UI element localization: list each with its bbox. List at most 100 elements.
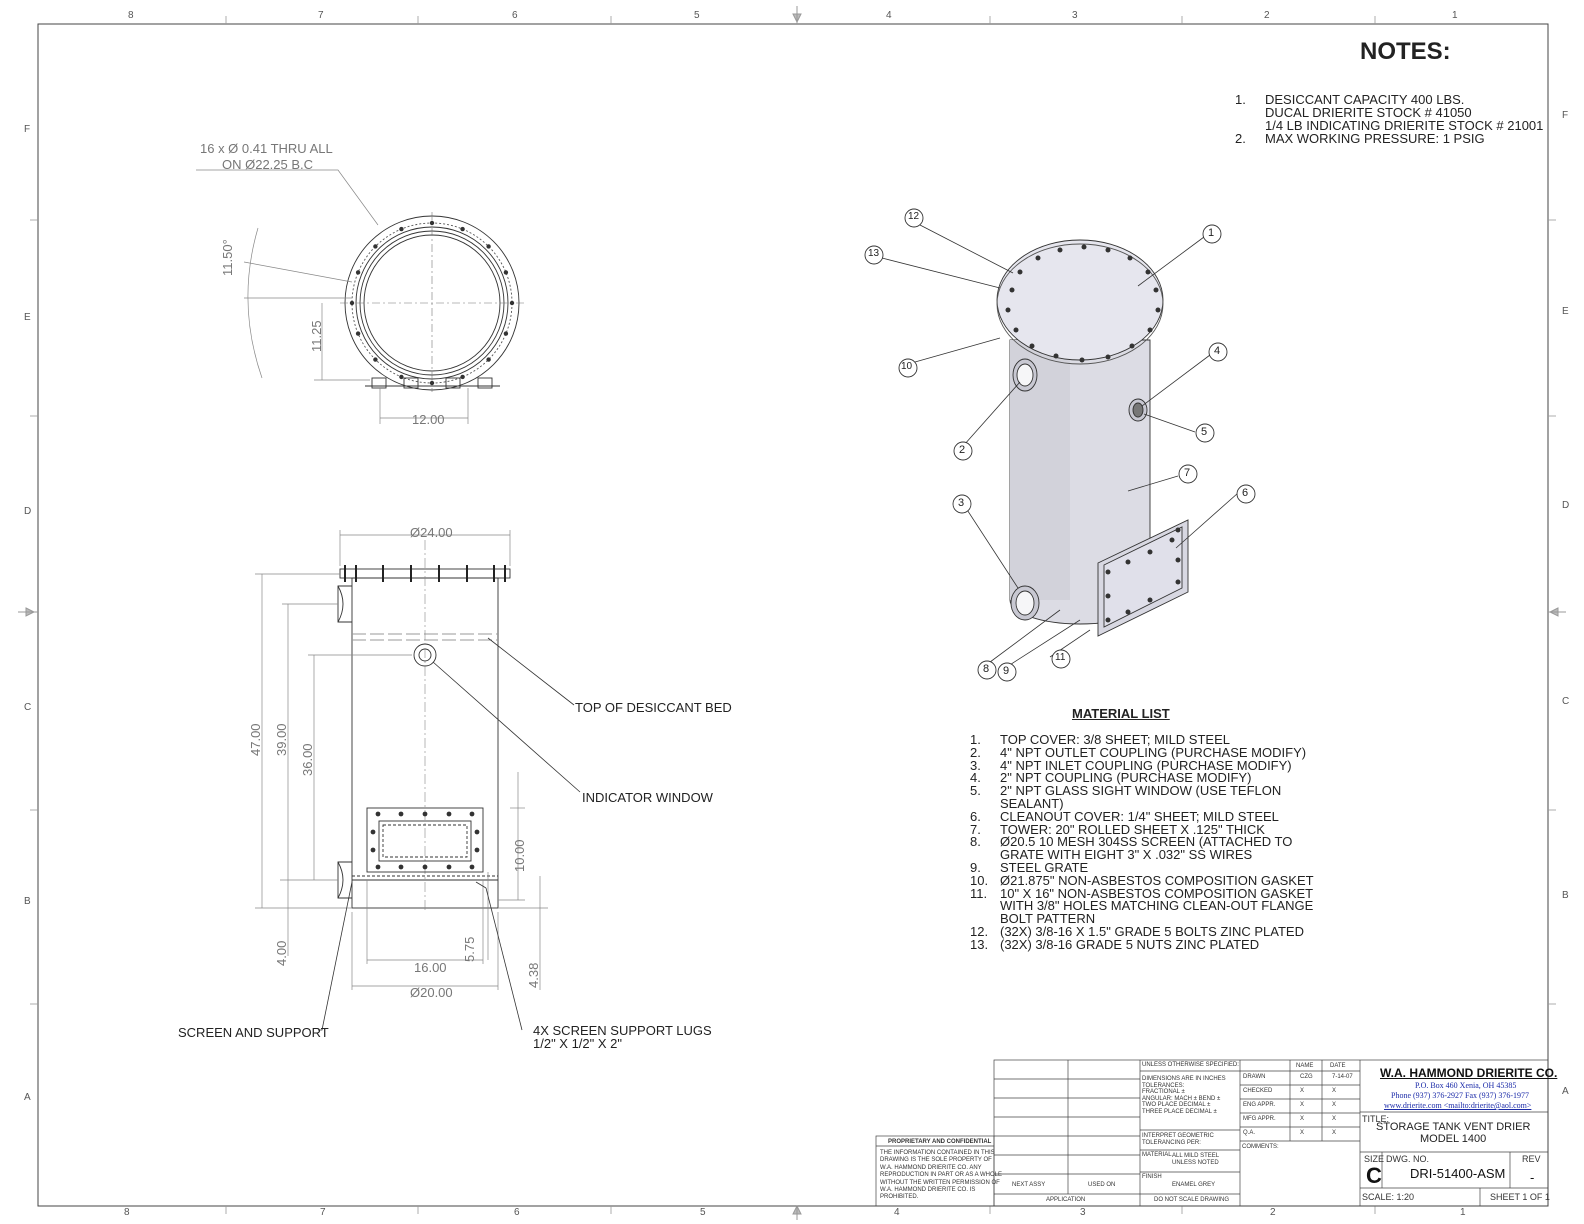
zone-left-D: D [24, 506, 32, 517]
note-item: 1/4 LB INDICATING DRIERITE STOCK # 21001 [1235, 119, 1543, 132]
tolerance-line: FRACTIONAL ± [1142, 1089, 1185, 1096]
signoff-date: X [1332, 1116, 1337, 1122]
do-not-scale: DO NOT SCALE DRAWING [1154, 1197, 1230, 1203]
angle-dimension: 11.50° [220, 239, 235, 276]
balloon-13 [864, 245, 884, 265]
material-item-text: STEEL GRATE [1000, 859, 1089, 875]
zone-right-C: C [1562, 696, 1570, 707]
balloon-label-11: 11 [1055, 652, 1066, 663]
iso-balloons [864, 208, 1256, 682]
material-item: 8.Ø20.5 10 MESH 304SS SCREEN (ATTACHED T… [970, 834, 1314, 850]
balloon-8 [977, 660, 997, 680]
interpret-line-2: TOLERANCING PER: [1142, 1140, 1201, 1146]
balloon-9 [997, 662, 1017, 682]
top-view-bolts [349, 220, 515, 386]
material-item-number: 8. [970, 834, 981, 850]
hole-callout: 16 x Ø 0.41 THRU ALL [200, 141, 333, 156]
sheet-number: SHEET 1 OF 1 [1490, 1192, 1550, 1202]
zone-top-8: 8 [128, 10, 134, 21]
material-item: 12.(32X) 3/8-16 X 1.5" GRADE 5 BOLTS ZIN… [970, 923, 1314, 939]
balloon-label-7: 7 [1184, 467, 1191, 479]
front-view-dims [255, 530, 548, 990]
balloon-label-1: 1 [1208, 227, 1215, 239]
balloon-label-12: 12 [908, 211, 920, 222]
top-view-dims [196, 169, 469, 424]
balloon-label-8: 8 [983, 663, 990, 675]
balloon-12 [904, 208, 924, 228]
dim-dia-20: Ø20.00 [410, 985, 453, 1000]
material-item: 2.4" NPT OUTLET COUPLING (PURCHASE MODIF… [970, 744, 1314, 760]
material-item-text: CLEANOUT COVER: 1/4" SHEET; MILD STEEL [1000, 808, 1279, 824]
note-item: DUCAL DRIERITE STOCK # 41050 [1235, 106, 1543, 119]
material-item-text: 2" NPT COUPLING (PURCHASE MODIFY) [1000, 770, 1252, 786]
material-item-number: 6. [970, 808, 981, 824]
proprietary-title: PROPRIETARY AND CONFIDENTIAL [888, 1139, 992, 1145]
material-item: 9. STEEL GRATE [970, 859, 1314, 875]
material-item-number: 1. [970, 732, 981, 747]
zone-top-4: 4 [886, 10, 892, 21]
balloon-label-3: 3 [958, 497, 965, 509]
dim-4-38: 4.38 [526, 962, 541, 988]
sheet-size: C [1366, 1163, 1382, 1188]
zone-left-A: A [24, 1092, 31, 1103]
material-label: MATERIAL [1142, 1152, 1172, 1158]
material-item: SEALANT) [970, 797, 1314, 811]
material-item-text: Ø21.875" NON-ASBESTOS COMPOSITION GASKET [1000, 872, 1314, 888]
material-item-number: 4. [970, 770, 981, 786]
zone-right-E: E [1562, 306, 1569, 317]
zone-right-F: F [1562, 110, 1569, 121]
zone-right-A: A [1562, 1086, 1569, 1097]
material-value-1: ALL MILD STEEL [1172, 1153, 1220, 1159]
size-label: SIZE [1364, 1154, 1385, 1164]
signoff-date: X [1332, 1088, 1337, 1094]
material-item-number: 2. [970, 744, 981, 760]
material-item-number: 9. [970, 859, 981, 875]
sheet-border [37, 23, 1549, 1207]
dim-11-25: 11.25 [309, 320, 324, 352]
balloon-label-6: 6 [1242, 487, 1249, 499]
balloon-10 [898, 358, 918, 378]
material-item-text: WITH 3/8" HOLES MATCHING CLEAN-OUT FLANG… [1000, 898, 1314, 914]
label-top-of-desiccant-bed: TOP OF DESICCANT BED [575, 700, 732, 715]
dim-12-00: 12.00 [412, 412, 445, 427]
dim-5-75: 5.75 [462, 936, 477, 962]
material-item-number: 12. [970, 923, 989, 939]
zone-bottom-1: 1 [1460, 1207, 1466, 1218]
company-web[interactable]: www.drierite.com <mailto:drierite@aol.co… [1384, 1101, 1532, 1110]
proprietary-line: PROHIBITED. [880, 1194, 919, 1201]
material-item: 4. 2" NPT COUPLING (PURCHASE MODIFY) [970, 770, 1314, 786]
balloon-label-13: 13 [868, 248, 880, 259]
material-item-text: BOLT PATTERN [1000, 911, 1096, 927]
label-indicator-window: INDICATOR WINDOW [582, 790, 713, 805]
zone-bottom-3: 3 [1080, 1207, 1086, 1218]
balloon-label-10: 10 [901, 361, 913, 372]
material-item-number: 10. [970, 872, 989, 888]
material-item-number: 11. [970, 885, 988, 901]
material-item-number: 7. [970, 821, 981, 837]
signoff-date: 7-14-07 [1332, 1074, 1353, 1080]
dim-36: 36.00 [300, 743, 315, 776]
proprietary-line: REPRODUCTION IN PART OR AS A WHOLE [880, 1172, 1003, 1179]
zone-right-D: D [1562, 500, 1570, 511]
company-name: W.A. HAMMOND DRIERITE CO. [1380, 1066, 1558, 1080]
zone-top-7: 7 [318, 10, 324, 21]
front-view [337, 540, 511, 910]
signoff-name: X [1300, 1116, 1305, 1122]
dim-16: 16.00 [414, 960, 447, 975]
material-item: 6. CLEANOUT COVER: 1/4" SHEET; MILD STEEL [970, 808, 1314, 824]
material-item: 3.4" NPT INLET COUPLING (PURCHASE MODIFY… [970, 759, 1314, 773]
balloon-label-9: 9 [1003, 665, 1010, 677]
balloon-6 [1236, 484, 1256, 504]
zone-bottom-4: 4 [894, 1207, 900, 1218]
signoff-date: X [1332, 1130, 1337, 1136]
note-number: 1. [1235, 92, 1246, 107]
title-block-lines [875, 1059, 1549, 1207]
application-label: APPLICATION [1046, 1197, 1086, 1203]
signoff-date: X [1332, 1102, 1337, 1108]
signoff-name: X [1300, 1102, 1305, 1108]
material-item: 10. Ø21.875" NON-ASBESTOS COMPOSITION GAS… [970, 872, 1314, 888]
dwg-no-label: DWG. NO. [1386, 1154, 1429, 1164]
proprietary-line: THE INFORMATION CONTAINED IN THIS [880, 1150, 995, 1156]
dim-39: 39.00 [274, 723, 289, 756]
comments-label: COMMENTS: [1242, 1144, 1279, 1150]
